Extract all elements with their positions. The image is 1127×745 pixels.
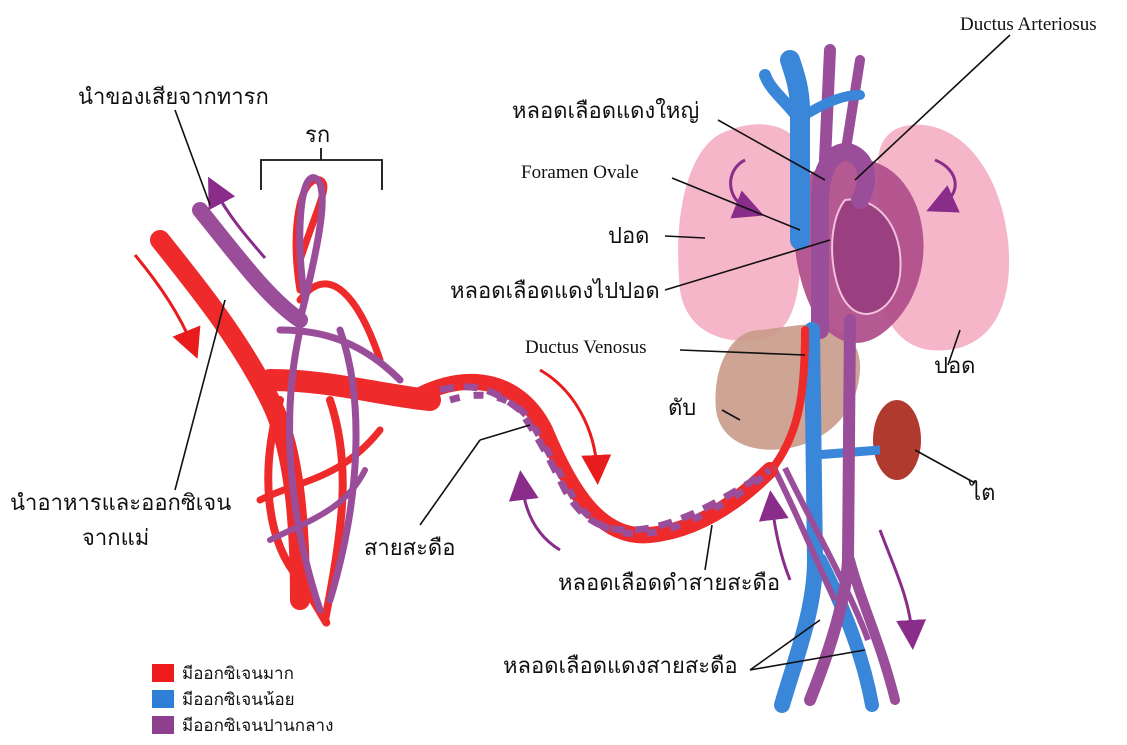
left-lung	[678, 124, 800, 341]
swatch-medium-oxygen	[152, 716, 174, 734]
label-waste-to-placenta: นำของเสียจากทารก	[78, 84, 269, 109]
label-liver: ตับ	[668, 395, 696, 420]
label-placenta: รก	[305, 122, 330, 147]
label-pulmonary-artery: หลอดเลือดแดงไปปอด	[450, 278, 660, 303]
label-umbilical-arteries: หลอดเลือดแดงสายสะดือ	[503, 653, 738, 678]
liver	[715, 325, 860, 450]
legend-item-high-oxygen: มีออกซิเจนมาก	[152, 660, 333, 686]
label-lung-right: ปอด	[934, 353, 975, 378]
legend-item-low-oxygen: มีออกซิเจนน้อย	[152, 686, 333, 712]
umbilical-artery-1	[775, 470, 835, 600]
label-ductus-arteriosus: Ductus Arteriosus	[960, 14, 1097, 35]
label-nutrients-line2: จากแม่	[82, 525, 149, 550]
kidney	[873, 400, 921, 480]
legend-label: มีออกซิเจนน้อย	[182, 686, 295, 713]
legend-item-medium-oxygen: มีออกซิเจนปานกลาง	[152, 712, 333, 738]
arrow-leg-up	[772, 505, 790, 580]
label-ductus-venosus: Ductus Venosus	[525, 337, 647, 358]
label-nutrients-line1: นำอาหารและออกซิเจน	[10, 490, 231, 515]
legend-label: มีออกซิเจนปานกลาง	[182, 712, 333, 739]
arrow-leg-down	[880, 530, 912, 635]
arrow-cord-purple	[522, 485, 560, 550]
umbilical-artery-2	[785, 468, 868, 640]
label-lung-left: ปอด	[608, 223, 649, 248]
label-kidney: ไต	[968, 480, 995, 505]
label-umbilical-vein: หลอดเลือดดำสายสะดือ	[558, 570, 780, 595]
swatch-high-oxygen	[152, 664, 174, 682]
legend-label: มีออกซิเจนมาก	[182, 660, 294, 687]
label-umbilical-cord: สายสะดือ	[364, 535, 455, 560]
neck-artery-2	[845, 60, 860, 155]
label-aorta: หลอดเลือดแดงใหญ่	[512, 98, 699, 123]
swatch-low-oxygen	[152, 690, 174, 708]
legend: มีออกซิเจนมาก มีออกซิเจนน้อย มีออกซิเจนป…	[152, 660, 333, 738]
superior-vena-cava	[790, 60, 800, 240]
label-foramen-ovale: Foramen Ovale	[521, 162, 639, 183]
